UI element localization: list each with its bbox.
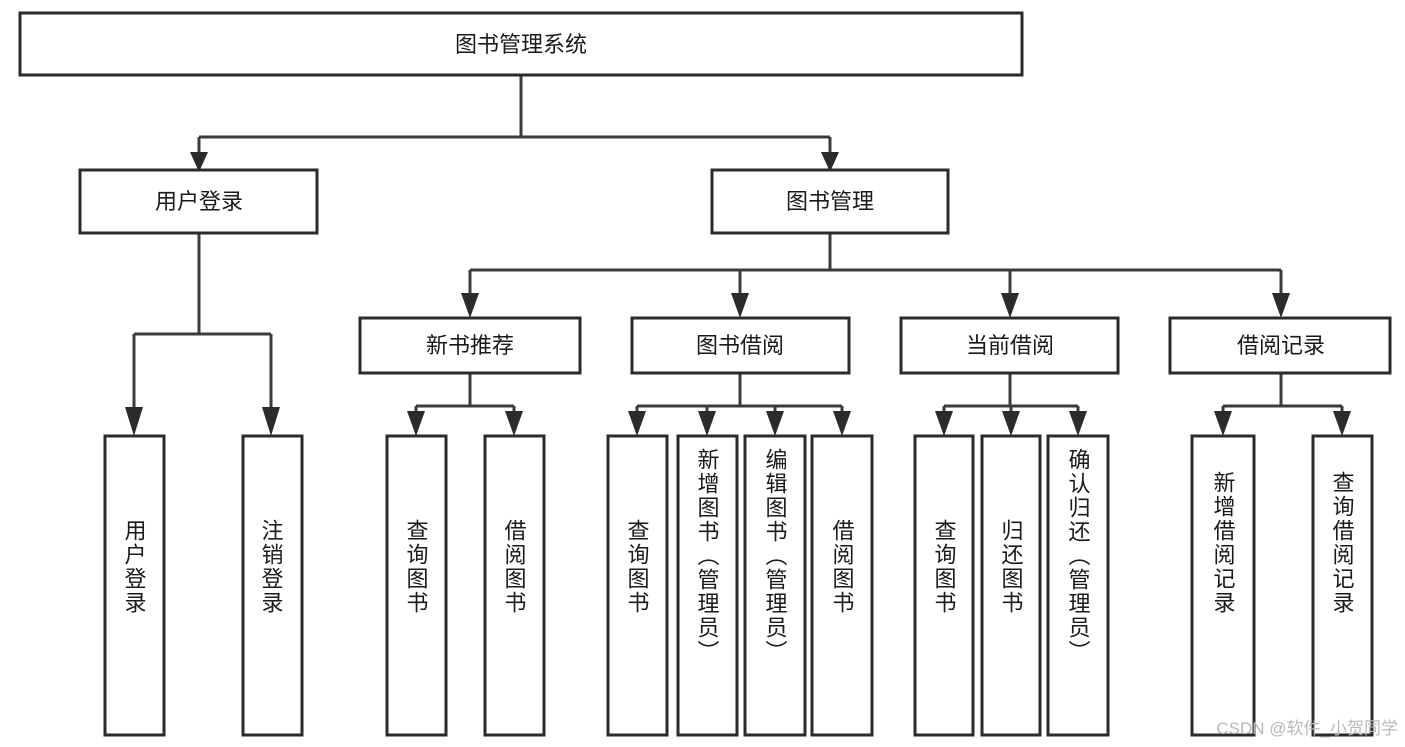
arrow-head-leaf-confirm-return-admin xyxy=(1069,411,1087,436)
connector-layer xyxy=(125,75,1351,436)
node-current-borrow[interactable]: 当前借阅 xyxy=(899,316,1120,375)
node-user-login-box[interactable] xyxy=(78,168,319,235)
node-root[interactable]: 图书管理系统 xyxy=(18,11,1024,77)
node-leaf-query-book-1-label: 查询图书 xyxy=(404,519,429,615)
node-leaf-logout-login[interactable]: 注销登录 xyxy=(241,434,304,737)
node-leaf-query-book-2-box[interactable] xyxy=(606,434,669,737)
arrow-head-book-borrow xyxy=(731,293,749,318)
node-book-management-box[interactable] xyxy=(710,168,950,235)
node-leaf-query-book-3-box[interactable] xyxy=(913,434,975,737)
node-leaf-return-book-label: 归还图书 xyxy=(999,519,1024,615)
arrow-head-leaf-add-book-admin xyxy=(698,411,716,436)
node-book-borrow-label: 图书借阅 xyxy=(696,333,784,358)
node-leaf-user-login-box[interactable] xyxy=(103,434,166,737)
node-leaf-query-book-2[interactable]: 查询图书 xyxy=(606,434,669,737)
node-book-management[interactable]: 图书管理 xyxy=(710,168,950,235)
node-leaf-add-book-admin-box[interactable] xyxy=(676,434,739,737)
node-leaf-query-book-3[interactable]: 查询图书 xyxy=(913,434,975,737)
node-current-borrow-box[interactable] xyxy=(899,316,1120,375)
node-borrow-record[interactable]: 借阅记录 xyxy=(1168,316,1392,375)
node-leaf-user-login[interactable]: 用户登录 xyxy=(103,434,166,737)
node-leaf-borrow-book-2-box[interactable] xyxy=(810,434,874,737)
node-book-management-label: 图书管理 xyxy=(786,189,874,214)
node-leaf-query-borrow-record[interactable]: 查询借阅记录 xyxy=(1311,434,1374,737)
arrow-head-current-borrow xyxy=(1001,293,1019,318)
node-leaf-add-borrow-record-label: 新增借阅记录 xyxy=(1211,471,1236,615)
arrow-head-borrow-record xyxy=(1272,293,1290,318)
node-leaf-add-book-admin[interactable]: 新增图书（管理员） xyxy=(676,434,739,737)
node-new-book-recommend[interactable]: 新书推荐 xyxy=(358,316,582,375)
arrow-head-leaf-query-book-3 xyxy=(935,411,953,436)
node-leaf-query-book-3-label: 查询图书 xyxy=(932,519,957,615)
arrow-head-bookmgmt xyxy=(821,152,839,172)
arrow-head-leaf-logout-login xyxy=(262,407,280,436)
node-leaf-confirm-return-admin-box[interactable] xyxy=(1046,434,1110,737)
node-user-login[interactable]: 用户登录 xyxy=(78,168,319,235)
node-leaf-borrow-book-1-box[interactable] xyxy=(483,434,546,737)
node-leaf-query-book-1-box[interactable] xyxy=(385,434,448,737)
node-leaf-logout-login-box[interactable] xyxy=(241,434,304,737)
node-leaf-query-book-2-label: 查询图书 xyxy=(625,519,650,615)
arrow-head-leaf-query-borrow-record xyxy=(1333,411,1351,436)
node-leaf-borrow-book-1[interactable]: 借阅图书 xyxy=(483,434,546,737)
node-leaf-query-borrow-record-box[interactable] xyxy=(1311,434,1374,737)
node-leaf-confirm-return-admin-label: 确认归还（管理员） xyxy=(1066,448,1091,664)
arrow-head-leaf-add-borrow-record xyxy=(1214,411,1232,436)
node-leaf-add-borrow-record[interactable]: 新增借阅记录 xyxy=(1190,434,1256,737)
arrow-head-leaf-return-book xyxy=(1002,411,1020,436)
node-borrow-record-box[interactable] xyxy=(1168,316,1392,375)
arrow-head-userlogin xyxy=(190,152,208,172)
node-leaf-user-login-label: 用户登录 xyxy=(122,519,147,615)
arrow-head-leaf-user-login xyxy=(125,407,143,436)
node-leaf-edit-book-admin-label: 编辑图书（管理员） xyxy=(763,448,788,664)
node-user-login-label: 用户登录 xyxy=(155,189,243,214)
arrow-head-leaf-borrow-book-2 xyxy=(833,411,851,436)
node-leaf-add-book-admin-label: 新增图书（管理员） xyxy=(695,448,720,664)
node-new-book-recommend-box[interactable] xyxy=(358,316,582,375)
node-root-label: 图书管理系统 xyxy=(455,32,587,57)
node-leaf-return-book[interactable]: 归还图书 xyxy=(980,434,1042,737)
arrow-head-leaf-query-book-2 xyxy=(628,411,646,436)
node-leaf-borrow-book-2-label: 借阅图书 xyxy=(830,519,855,615)
node-leaf-confirm-return-admin[interactable]: 确认归还（管理员） xyxy=(1046,434,1110,737)
node-leaf-borrow-book-2[interactable]: 借阅图书 xyxy=(810,434,874,737)
node-current-borrow-label: 当前借阅 xyxy=(966,333,1054,358)
node-book-borrow-box[interactable] xyxy=(630,316,851,375)
node-leaf-add-borrow-record-box[interactable] xyxy=(1190,434,1256,737)
arrow-head-leaf-borrow-book-1 xyxy=(505,411,523,436)
node-leaf-borrow-book-1-label: 借阅图书 xyxy=(502,519,527,615)
node-leaf-edit-book-admin[interactable]: 编辑图书（管理员） xyxy=(743,434,807,737)
node-leaf-logout-login-label: 注销登录 xyxy=(259,519,284,615)
node-leaf-query-book-1[interactable]: 查询图书 xyxy=(385,434,448,737)
node-borrow-record-label: 借阅记录 xyxy=(1237,333,1325,358)
node-leaf-return-book-box[interactable] xyxy=(980,434,1042,737)
arrow-head-leaf-edit-book-admin xyxy=(766,411,784,436)
watermark: CSDN @软件_小贺同学 xyxy=(1216,719,1398,738)
arrow-head-new-book-recommend xyxy=(461,293,479,318)
arrow-head-leaf-query-book-1 xyxy=(407,411,425,436)
node-root-box[interactable] xyxy=(18,11,1024,77)
node-book-borrow[interactable]: 图书借阅 xyxy=(630,316,851,375)
node-leaf-query-borrow-record-label: 查询借阅记录 xyxy=(1330,471,1355,615)
node-leaf-edit-book-admin-box[interactable] xyxy=(743,434,807,737)
node-new-book-recommend-label: 新书推荐 xyxy=(426,333,514,358)
